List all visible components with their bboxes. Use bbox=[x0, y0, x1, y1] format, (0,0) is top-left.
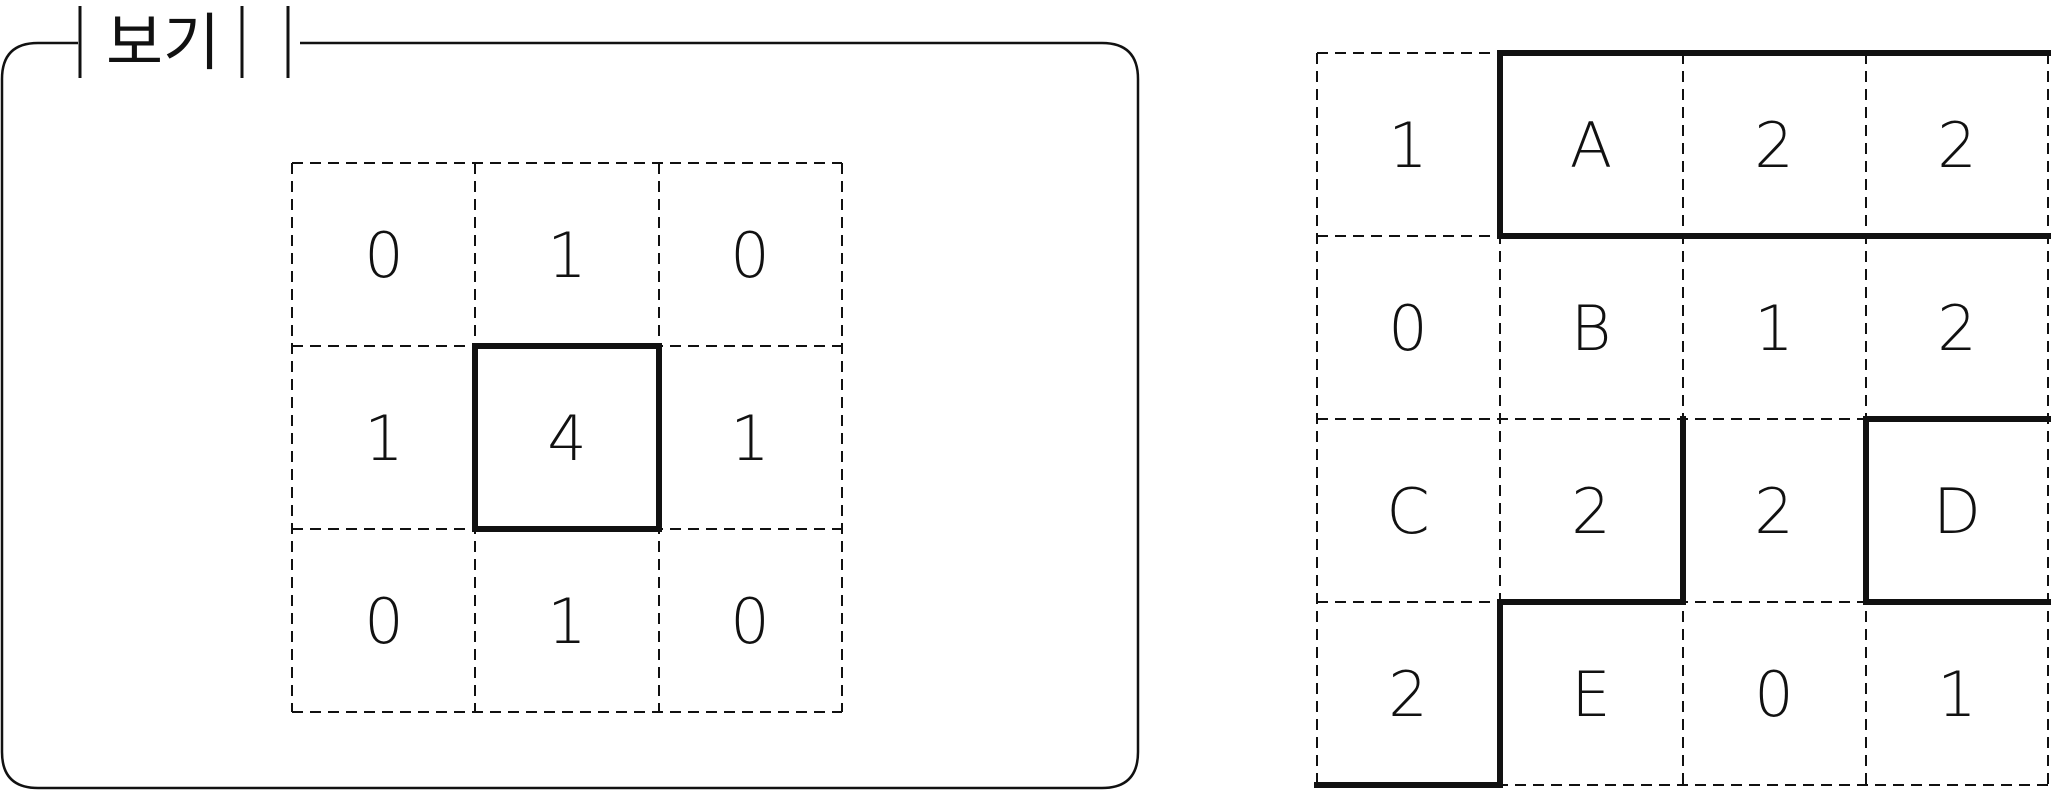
puzzle-cell: 2 bbox=[1754, 109, 1793, 182]
puzzle-cell: 1 bbox=[1937, 658, 1976, 731]
example-cell: 1 bbox=[547, 585, 586, 658]
example-cell: 0 bbox=[730, 219, 769, 292]
example-box-title: 보기 bbox=[106, 6, 220, 79]
puzzle-cell: 2 bbox=[1937, 109, 1976, 182]
puzzle-cell: 2 bbox=[1937, 292, 1976, 365]
puzzle-cell: 0 bbox=[1754, 658, 1793, 731]
example-box-frame bbox=[0, 41, 1140, 790]
example-cell: 1 bbox=[547, 219, 586, 292]
puzzle-cell: C bbox=[1386, 475, 1429, 548]
puzzle-cell: 1 bbox=[1754, 292, 1793, 365]
region-border-d bbox=[1863, 416, 2051, 605]
example-cell: 0 bbox=[364, 585, 403, 658]
example-cell: 4 bbox=[547, 402, 586, 475]
example-center-cell-highlight bbox=[472, 343, 662, 532]
puzzle-cell: 2 bbox=[1754, 475, 1793, 548]
region-border-bottom-left bbox=[1314, 599, 1686, 788]
puzzle-cell: D bbox=[1933, 475, 1981, 548]
puzzle-cell: E bbox=[1571, 658, 1610, 731]
example-cells: 0 1 0 1 4 1 0 1 0 bbox=[364, 219, 769, 658]
puzzle-cell: 2 bbox=[1388, 658, 1427, 731]
puzzle: 1 A 2 2 0 B 1 2 C 2 2 D 2 E 0 1 bbox=[1314, 50, 2051, 788]
example-cell: 0 bbox=[730, 585, 769, 658]
puzzle-cell: A bbox=[1570, 109, 1612, 182]
puzzle-cell: 1 bbox=[1388, 109, 1427, 182]
puzzle-cell: B bbox=[1571, 292, 1612, 365]
puzzle-cells: 1 A 2 2 0 B 1 2 C 2 2 D 2 E 0 1 bbox=[1386, 109, 1981, 731]
puzzle-cell: 2 bbox=[1571, 475, 1610, 548]
puzzle-cell: 0 bbox=[1388, 292, 1427, 365]
puzzle-region-borders bbox=[1314, 50, 2051, 788]
example-box: 보기 0 1 0 1 4 1 0 1 0 bbox=[0, 6, 1140, 790]
region-border-a bbox=[1497, 50, 2051, 239]
example-cell: 0 bbox=[364, 219, 403, 292]
example-cell: 1 bbox=[364, 402, 403, 475]
example-cell: 1 bbox=[730, 402, 769, 475]
